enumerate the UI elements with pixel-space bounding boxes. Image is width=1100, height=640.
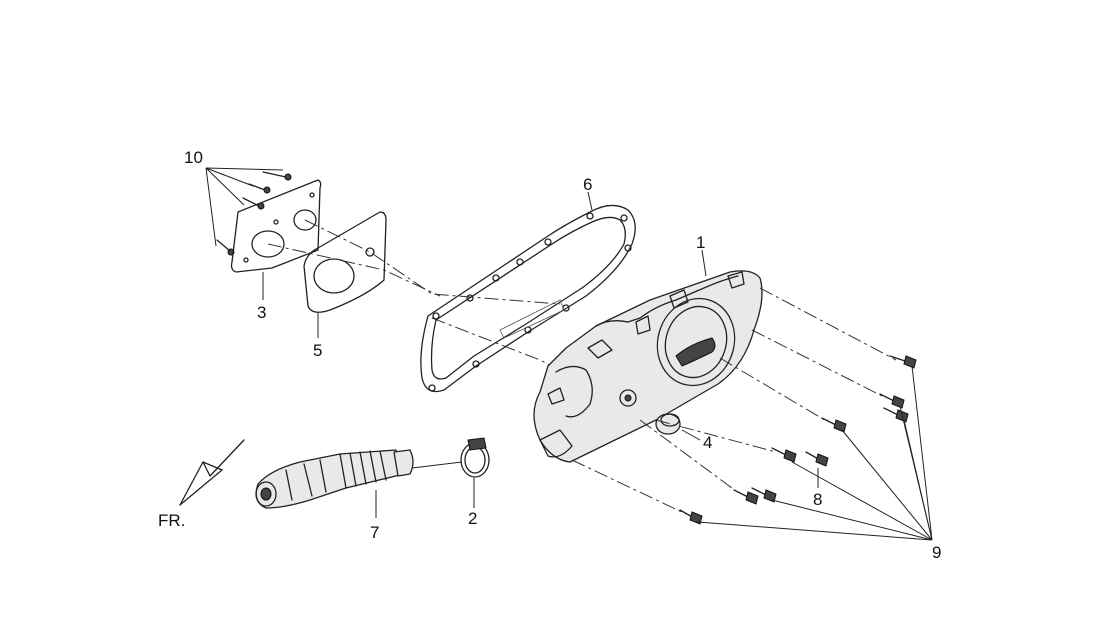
intake-duct-7: [255, 449, 414, 509]
alignment-line: [267, 243, 441, 297]
callout-4-leader: [681, 429, 701, 441]
gasket-6: [420, 204, 636, 393]
plug-4: [655, 413, 681, 435]
bolt-8: [805, 451, 829, 467]
screw-icon: [216, 239, 235, 256]
callout-4: 4: [703, 433, 712, 452]
bolt-icon: [679, 509, 703, 525]
callout-2: 2: [468, 509, 477, 528]
bolt-icon: [879, 393, 905, 409]
bolt-icon: [751, 487, 777, 503]
callout-5: 5: [313, 341, 322, 360]
front-direction-arrow-icon: [179, 439, 245, 506]
bolt-icon: [889, 355, 917, 369]
callout-9-leader: [697, 365, 933, 541]
callout-1-leader: [701, 249, 707, 277]
alignment-line: [571, 459, 687, 515]
gasket-plate-5: [303, 211, 387, 313]
duct-connection-line: [411, 461, 463, 469]
bolt-icon: [883, 407, 909, 423]
alignment-line: [759, 287, 897, 361]
hose-clamp-2: [460, 437, 490, 478]
callout-7: 7: [370, 523, 379, 542]
cover-plate-3: [230, 179, 322, 273]
callout-10: 10: [184, 148, 203, 167]
front-label: FR.: [158, 511, 185, 530]
callout-6-leader: [587, 191, 593, 211]
alignment-line: [639, 419, 741, 495]
callout-10-leader: [205, 167, 284, 247]
alignment-line: [304, 219, 561, 305]
alignment-line: [719, 357, 829, 423]
screw-icon: [262, 171, 292, 181]
callout-8: 8: [813, 490, 822, 509]
callout-1: 1: [696, 233, 705, 252]
crankcase-cover-1: [533, 270, 763, 463]
callout-3: 3: [257, 303, 266, 322]
alignment-line: [655, 419, 777, 453]
bolt-icon: [733, 489, 759, 505]
screw-group-10: [216, 171, 292, 256]
alignment-line: [751, 329, 887, 399]
callout-9: 9: [932, 543, 941, 562]
callout-6: 6: [583, 175, 592, 194]
bolt-icon: [771, 447, 797, 463]
